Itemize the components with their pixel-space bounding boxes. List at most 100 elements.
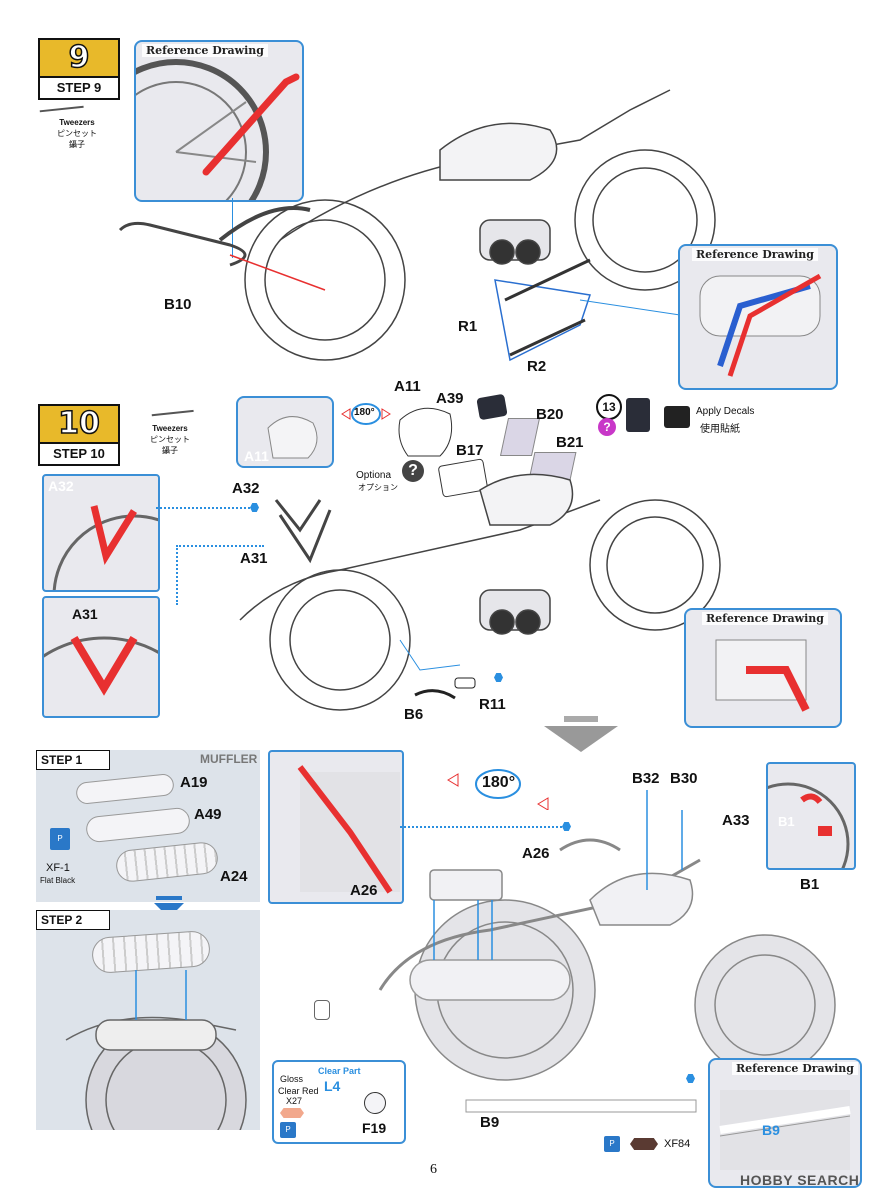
- part-a32-ref: A32: [48, 478, 74, 494]
- part-r11: R11: [479, 696, 506, 713]
- reference-a31: A31: [42, 596, 160, 718]
- reference-b1: B1: [766, 762, 856, 870]
- a26-detail-illustration: [297, 765, 400, 894]
- leader-hex-marker: [562, 822, 571, 831]
- step-label: STEP 9: [40, 76, 118, 98]
- clear-red-label: Clear Red: [278, 1086, 319, 1096]
- reference-title: Reference Drawing: [732, 1062, 858, 1075]
- part-l4: L4: [324, 1078, 341, 1094]
- clear-part-label: Clear Part: [318, 1066, 361, 1076]
- leader-line: [176, 545, 178, 605]
- decal-sheet-icon: [626, 398, 650, 432]
- part-a33: A33: [722, 812, 750, 829]
- reference-a11: A11: [236, 396, 334, 468]
- a11-detail-illustration: [267, 416, 318, 459]
- watermark: HOBBY SEARCH: [740, 1172, 860, 1188]
- part-b21: B21: [556, 434, 584, 451]
- part-b10: B10: [164, 296, 192, 313]
- step-10-badge: 10 STEP 10: [38, 404, 120, 466]
- reference-title: Reference Drawing: [692, 248, 818, 261]
- substep-1-label: STEP 1: [36, 750, 110, 770]
- substep-2-label: STEP 2: [36, 910, 110, 930]
- part-b6: B6: [404, 706, 424, 723]
- rear-wheel-detail-illustration: [136, 59, 300, 200]
- paint-swatch-xf84: [630, 1138, 658, 1150]
- part-f19: F19: [362, 1120, 387, 1136]
- part-b20: B20: [536, 406, 564, 423]
- reference-a26: A26: [268, 750, 404, 904]
- leader-hex-marker: [250, 503, 259, 512]
- paint-code-xf84: XF84: [664, 1138, 691, 1150]
- reference-title: Reference Drawing: [142, 44, 268, 57]
- part-b1-ref: B1: [778, 814, 795, 829]
- step-number: 9: [40, 39, 118, 76]
- reference-title: Reference Drawing: [702, 612, 828, 625]
- part-a26: A26: [522, 845, 550, 862]
- part-a39: A39: [436, 390, 464, 407]
- decal-question-icon: ?: [598, 418, 616, 436]
- tool-label: Tweezers: [59, 118, 95, 127]
- motorcycle-step10-illustration: [239, 473, 721, 711]
- part-b1: B1: [800, 876, 820, 893]
- part-a24: A24: [220, 868, 248, 885]
- part-a32: A32: [232, 480, 260, 497]
- optional-label-jp: オプション: [358, 483, 398, 492]
- down-arrow-icon: [544, 716, 618, 752]
- headlight-part-illustration: [398, 407, 453, 457]
- tool-label: Tweezers: [152, 424, 188, 433]
- part-r1: R1: [458, 318, 478, 335]
- apply-decals-label: Apply Decals: [696, 406, 755, 417]
- taillight-red-icon: [314, 1000, 330, 1020]
- leader-hex-marker: [686, 1074, 695, 1083]
- motorcycle-step9-illustration: [118, 89, 716, 362]
- a32-detail-illustration: [52, 505, 158, 590]
- muffler-title: MUFFLER: [200, 752, 258, 766]
- tweezers-icon: [39, 105, 85, 119]
- paint-code-x27: X27: [286, 1096, 303, 1106]
- tool-label-jp: ピンセット 鑷子: [150, 435, 190, 455]
- paint-name: Flat Black: [40, 876, 76, 885]
- taillight-part-icon: [364, 1092, 386, 1114]
- reference-drawing-b9: Reference Drawing B9: [708, 1058, 862, 1188]
- part-a19: A19: [180, 774, 208, 791]
- b1-detail-illustration: [768, 782, 850, 868]
- apply-decals-label-jp: 使用貼紙: [700, 424, 740, 435]
- leader-line: [400, 826, 562, 828]
- part-a31-ref: A31: [72, 606, 98, 622]
- optional-label: Optiona: [356, 470, 392, 481]
- rotate-label: 180°: [482, 774, 516, 791]
- motorcycle-final-illustration: [378, 790, 836, 1113]
- paint-jar-icon: P: [50, 828, 70, 850]
- leader-line: [156, 507, 250, 509]
- part-b17: B17: [456, 442, 484, 459]
- optional-question-icon: ?: [402, 460, 424, 482]
- rotate-180-icon: 180°: [340, 402, 392, 426]
- reference-drawing-step10-right: Reference Drawing: [684, 608, 842, 728]
- rotate-180-icon: 180°: [446, 766, 550, 811]
- part-b20-shape: [476, 393, 508, 421]
- leader-line: [232, 198, 233, 258]
- page-number: 6: [430, 1162, 437, 1177]
- paint-jar-icon: P: [280, 1122, 296, 1138]
- a31-detail-illustration: [44, 635, 158, 696]
- apply-decals-icon: [664, 406, 690, 428]
- reference-drawing-step9-top: Reference Drawing: [134, 40, 304, 202]
- part-r2: R2: [527, 358, 547, 375]
- reference-a32: A32: [42, 474, 160, 592]
- leader-hex-marker: [494, 673, 503, 682]
- paint-code: XF-1: [46, 862, 70, 874]
- b9-detail-illustration: [719, 1090, 851, 1170]
- rotate-label: 180°: [354, 407, 375, 418]
- part-b32: B32: [632, 770, 660, 787]
- step-label: STEP 10: [40, 442, 118, 464]
- part-b20-clear-shape: [499, 418, 541, 456]
- part-a26-ref: A26: [350, 882, 378, 899]
- clear-part-box: Gloss Clear Red X27 Clear Part L4 F19 P: [272, 1060, 406, 1144]
- rotate-arrow-icon: [447, 769, 549, 811]
- paint-jar-icon: P: [604, 1136, 620, 1152]
- step-number: 10: [40, 405, 118, 442]
- part-a11: A11: [394, 378, 421, 395]
- rotate-arrow-icon: [341, 403, 391, 425]
- part-b30: B30: [670, 770, 698, 787]
- clear-gloss-label: Gloss: [280, 1074, 304, 1084]
